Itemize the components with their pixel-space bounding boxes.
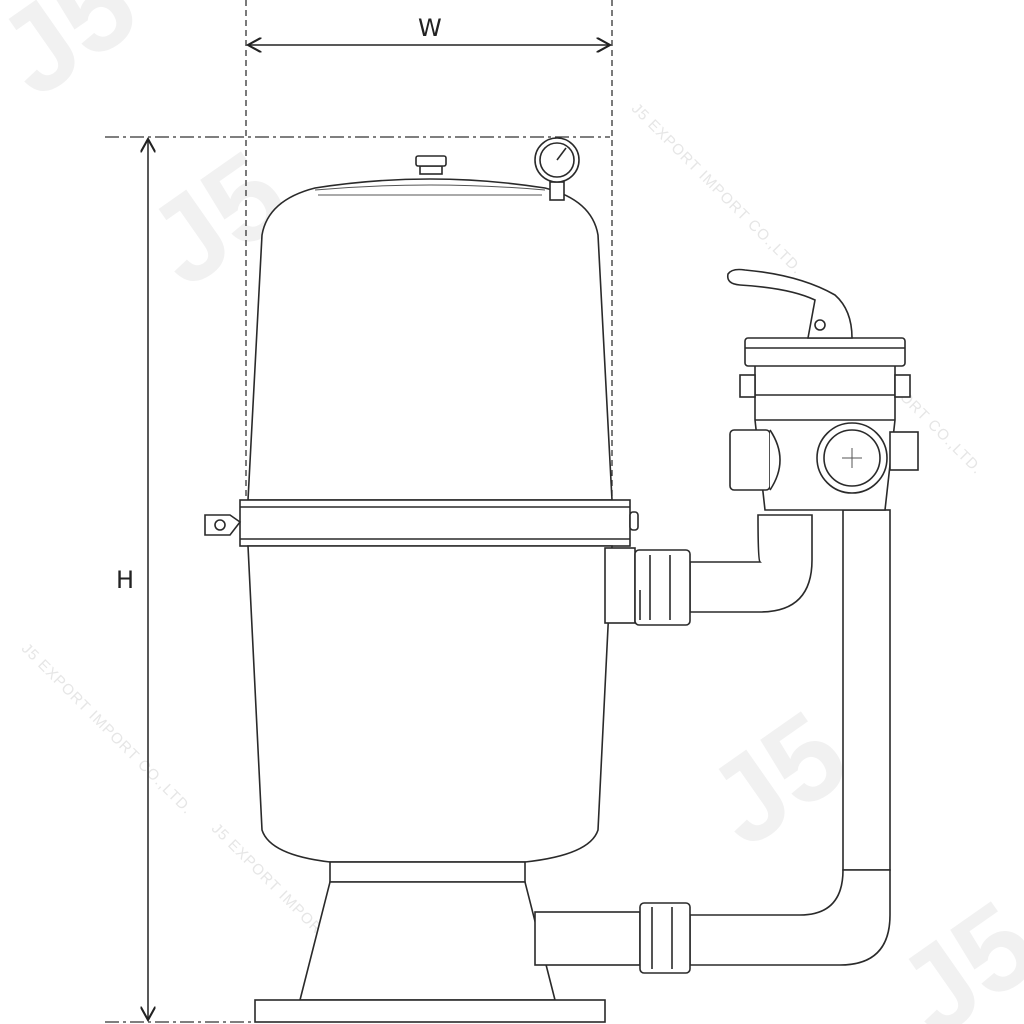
width-dimension: [245, 0, 613, 505]
valve-handle: [726, 268, 853, 339]
multiport-valve: [729, 337, 919, 511]
top-knob: [415, 155, 447, 175]
pressure-gauge-icon: [534, 137, 580, 201]
height-label: H: [116, 566, 135, 594]
upper-pipe: [604, 514, 813, 626]
height-dimension: [105, 136, 610, 1023]
clamp-band: [204, 499, 639, 547]
tank-upper: [247, 178, 613, 501]
width-label: W: [418, 14, 442, 42]
tank-lower: [247, 545, 613, 876]
tank-base: [254, 861, 606, 1023]
